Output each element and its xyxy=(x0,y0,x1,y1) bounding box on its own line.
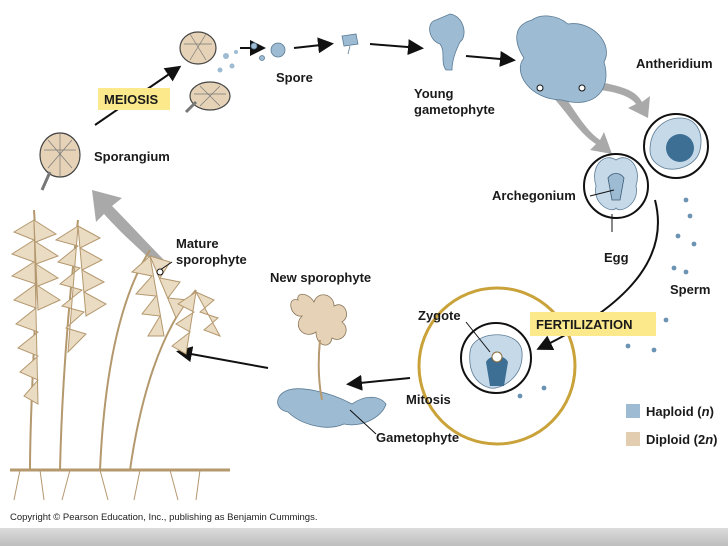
gray-arrows xyxy=(92,82,650,268)
mature-sporophyte-label-1: Mature xyxy=(176,236,219,251)
mitosis-label: Mitosis xyxy=(406,392,451,407)
new-sporophyte-drawing xyxy=(290,293,347,401)
spore-label: Spore xyxy=(276,70,313,85)
egg-label: Egg xyxy=(604,250,629,265)
gray-arrow-to-sporangium xyxy=(92,190,166,268)
legend-haploid: Haploid (n) xyxy=(646,404,714,419)
meiosis-label: MEIOSIS xyxy=(104,92,159,107)
zygote-figure xyxy=(417,286,577,446)
haploid-drawings xyxy=(250,13,607,428)
legend: Haploid (n) Diploid (2n) xyxy=(626,404,718,447)
gametophyte-label: Gametophyte xyxy=(376,430,459,445)
zygote-label: Zygote xyxy=(418,308,461,323)
labels: MEIOSIS Spore Young gametophyte Antherid… xyxy=(94,56,713,445)
sporangium-drawings xyxy=(39,31,238,191)
arrow-to-mature-sporophyte xyxy=(176,346,269,369)
leader-lines xyxy=(156,84,615,435)
highlight-circle xyxy=(417,286,577,446)
legend-diploid: Diploid (2n) xyxy=(646,432,718,447)
antheridium-label: Antheridium xyxy=(636,56,713,71)
archegonium-label: Archegonium xyxy=(492,188,576,203)
fertilization-highlight xyxy=(530,312,656,336)
haploid-swatch xyxy=(626,404,640,418)
sperm-drawings xyxy=(517,197,697,399)
meiosis-highlight xyxy=(98,88,170,110)
mature-sporophyte-drawing xyxy=(10,209,230,501)
gamete-organs xyxy=(583,113,709,219)
sperm-label: Sperm xyxy=(670,282,710,297)
young-gametophyte-label-2: gametophyte xyxy=(414,102,495,117)
new-sporophyte-label: New sporophyte xyxy=(270,270,371,285)
sporangium-label: Sporangium xyxy=(94,149,170,164)
young-gametophyte-label-1: Young xyxy=(414,86,454,101)
bottom-bar xyxy=(0,528,728,546)
fertilization-label: FERTILIZATION xyxy=(536,317,633,332)
mature-sporophyte-label-2: sporophyte xyxy=(176,252,247,267)
copyright-text: Copyright © Pearson Education, Inc., pub… xyxy=(10,512,317,523)
diploid-swatch xyxy=(626,432,640,446)
gametophyte-heart xyxy=(516,15,607,103)
